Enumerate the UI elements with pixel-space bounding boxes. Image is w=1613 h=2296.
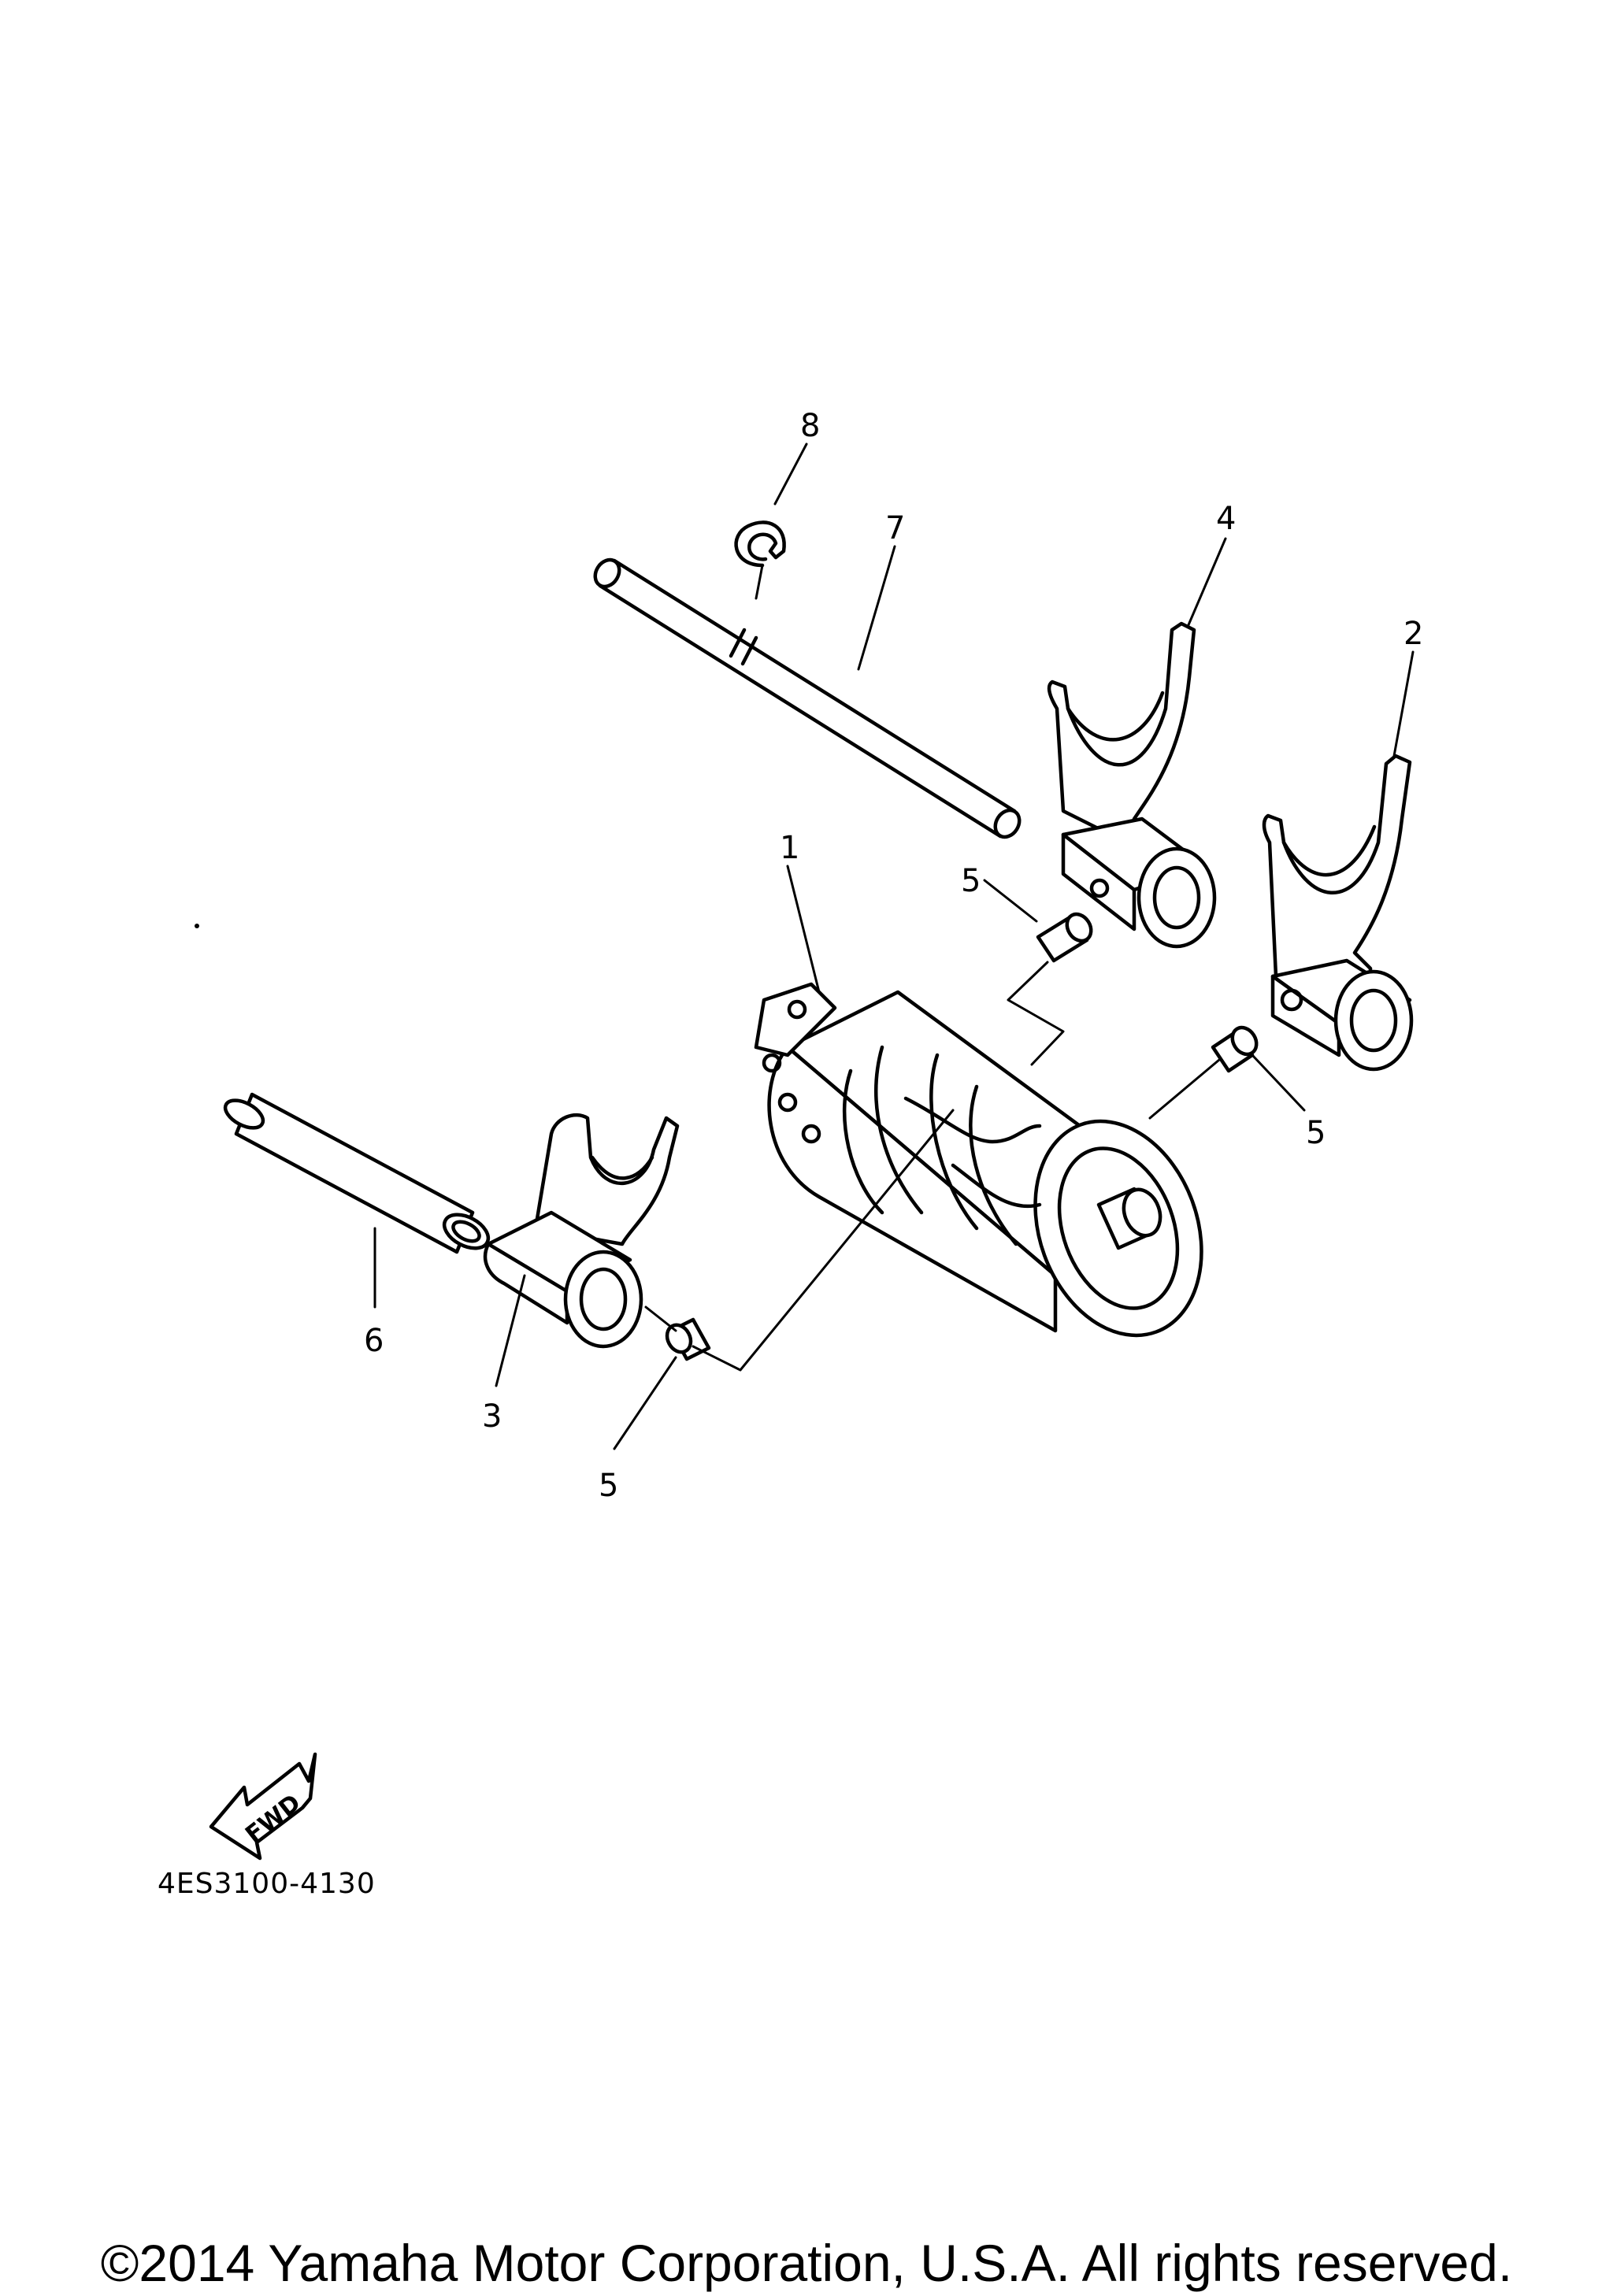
- callout-7: 7: [885, 510, 905, 546]
- stray-dot: [195, 924, 199, 928]
- callout-labels: 1 2 3 4 5 5 5 6 7 8: [364, 408, 1423, 1504]
- copyright-notice: ©2014 Yamaha Motor Corporation, U.S.A. A…: [100, 2234, 1513, 2292]
- leader-5-upper: [983, 879, 1038, 923]
- leader-8: [773, 443, 808, 505]
- part-5-pin-upper: [1007, 912, 1093, 1066]
- part-1-shift-drum: [754, 982, 1203, 1338]
- leader-5-right-to-drum: [1148, 1058, 1221, 1120]
- part-5-pin-right: [1211, 1025, 1259, 1073]
- leader-7: [857, 545, 896, 671]
- part-7-guide-bar: [593, 557, 1022, 839]
- leader-1: [786, 865, 821, 994]
- leader-5-lower-to-drum: [692, 1109, 955, 1372]
- callout-8: 8: [800, 408, 820, 444]
- part-2-shift-fork: [1262, 754, 1414, 1072]
- leader-8-to-bar: [755, 564, 764, 600]
- leader-3: [495, 1274, 526, 1387]
- callout-3: 3: [482, 1398, 502, 1435]
- callout-5-right: 5: [1306, 1115, 1326, 1151]
- fwd-arrow-icon: FWD: [209, 1752, 317, 1861]
- callout-6: 6: [364, 1323, 384, 1359]
- leader-5-lower: [613, 1356, 677, 1450]
- callout-1: 1: [780, 830, 799, 866]
- part-6-shaft: [223, 1092, 491, 1254]
- leader-5-lower-to-fork: [644, 1305, 677, 1332]
- callout-2: 2: [1403, 616, 1423, 652]
- part-3-shift-fork: [483, 1113, 680, 1349]
- diagram-code: 4ES3100-4130: [158, 1868, 376, 1900]
- callout-5-upper: 5: [961, 863, 981, 899]
- callout-5-lower: 5: [599, 1468, 618, 1504]
- leader-5-right: [1251, 1054, 1306, 1112]
- part-8-circlip: [734, 520, 786, 568]
- leader-lines: [373, 443, 1415, 1450]
- leader-4: [1186, 537, 1227, 628]
- part-4-shift-fork: [1047, 621, 1217, 949]
- leader-2: [1392, 650, 1415, 757]
- callout-4: 4: [1216, 501, 1236, 537]
